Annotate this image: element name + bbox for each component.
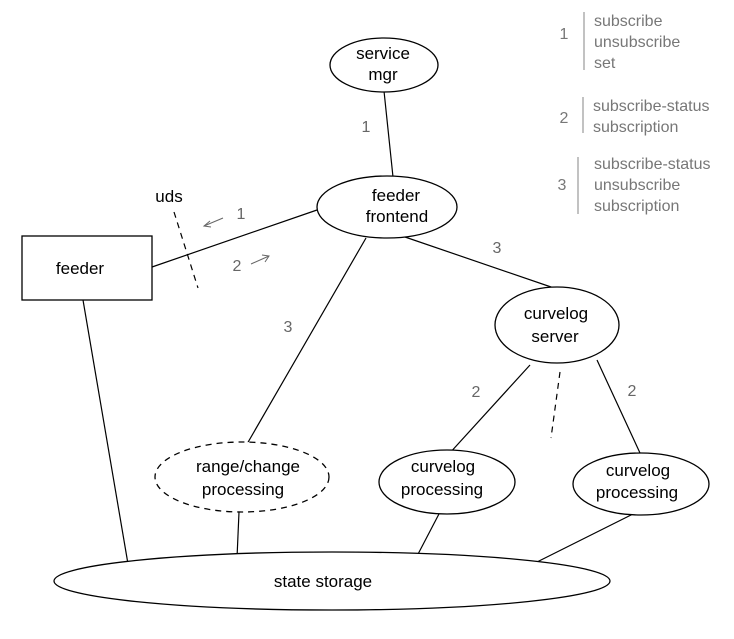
edge-proc2-storage: [536, 513, 634, 563]
curvelog-processing-1-label-1: curvelog: [411, 457, 475, 476]
curvelog-processing-node-1: [378, 449, 516, 515]
edge-frontend-range: [246, 237, 367, 445]
legend-2-number: 2: [560, 110, 569, 127]
arrow-right-icon: [250, 254, 270, 265]
edge-label-curvelog-proc1: 2: [472, 384, 481, 401]
edge-label-frontend-curvelog: 3: [493, 240, 502, 257]
feeder-label: feeder: [56, 259, 105, 278]
legend-2-item-2: subscription: [593, 119, 678, 136]
state-storage-node: [53, 551, 611, 611]
legend-1-item-2: unsubscribe: [594, 34, 680, 51]
feeder-frontend-label-2: frontend: [366, 207, 428, 226]
edge-range-storage: [236, 511, 240, 559]
feeder-node: [21, 235, 153, 301]
curvelog-server-label-1: curvelog: [524, 304, 588, 323]
edge-label-curvelog-proc2: 2: [628, 383, 637, 400]
edge-mgr-frontend: [383, 90, 394, 178]
curvelog-server-label-2: server: [531, 327, 579, 346]
legend-2-item-1: subscribe-status: [593, 98, 710, 115]
edge-frontend-curvelog: [404, 236, 555, 289]
curvelog-processing-1-label-2: processing: [401, 480, 483, 499]
edge-curvelog-proc1: [447, 364, 531, 456]
service-mgr-label-1: service: [356, 44, 410, 63]
legend-1-item-3: set: [594, 55, 616, 72]
feeder-frontend-node: [316, 175, 458, 239]
legend: 1 subscribe unsubscribe set 2 subscribe-…: [558, 12, 711, 215]
edge-label-frontend-range: 3: [284, 319, 293, 336]
feeder-frontend-label-1: feeder: [372, 186, 421, 205]
legend-3-item-3: subscription: [594, 198, 679, 215]
arrow-left-icon: [202, 217, 224, 228]
uds-label: uds: [155, 187, 182, 206]
legend-3-number: 3: [558, 177, 567, 194]
state-storage-label: state storage: [274, 572, 372, 591]
legend-3-item-1: subscribe-status: [594, 156, 711, 173]
legend-3-item-2: unsubscribe: [594, 177, 680, 194]
edge-label-uds-1: 1: [237, 206, 246, 223]
service-mgr-label-2: mgr: [368, 65, 398, 84]
legend-1-item-1: subscribe: [594, 13, 663, 30]
curvelog-boundary-line: [550, 371, 561, 439]
edge-feeder-storage: [82, 299, 129, 565]
legend-1-number: 1: [560, 26, 569, 43]
edge-label-uds-2: 2: [233, 258, 242, 275]
curvelog-processing-node-2: [572, 452, 710, 516]
range-change-label-1: range/change: [196, 457, 300, 476]
range-change-label-2: processing: [202, 480, 284, 499]
edge-label-mgr-frontend: 1: [362, 119, 371, 136]
edge-proc1-storage: [415, 511, 441, 559]
edge-curvelog-proc2: [596, 359, 641, 454]
edge-feeder-frontend: [151, 209, 318, 268]
service-mgr-node: [329, 37, 439, 93]
uds-boundary-line: [173, 211, 199, 289]
curvelog-processing-2-label-1: curvelog: [606, 461, 670, 480]
curvelog-processing-2-label-2: processing: [596, 483, 678, 502]
curvelog-server-node: [494, 286, 620, 364]
range-change-node: [154, 441, 330, 513]
